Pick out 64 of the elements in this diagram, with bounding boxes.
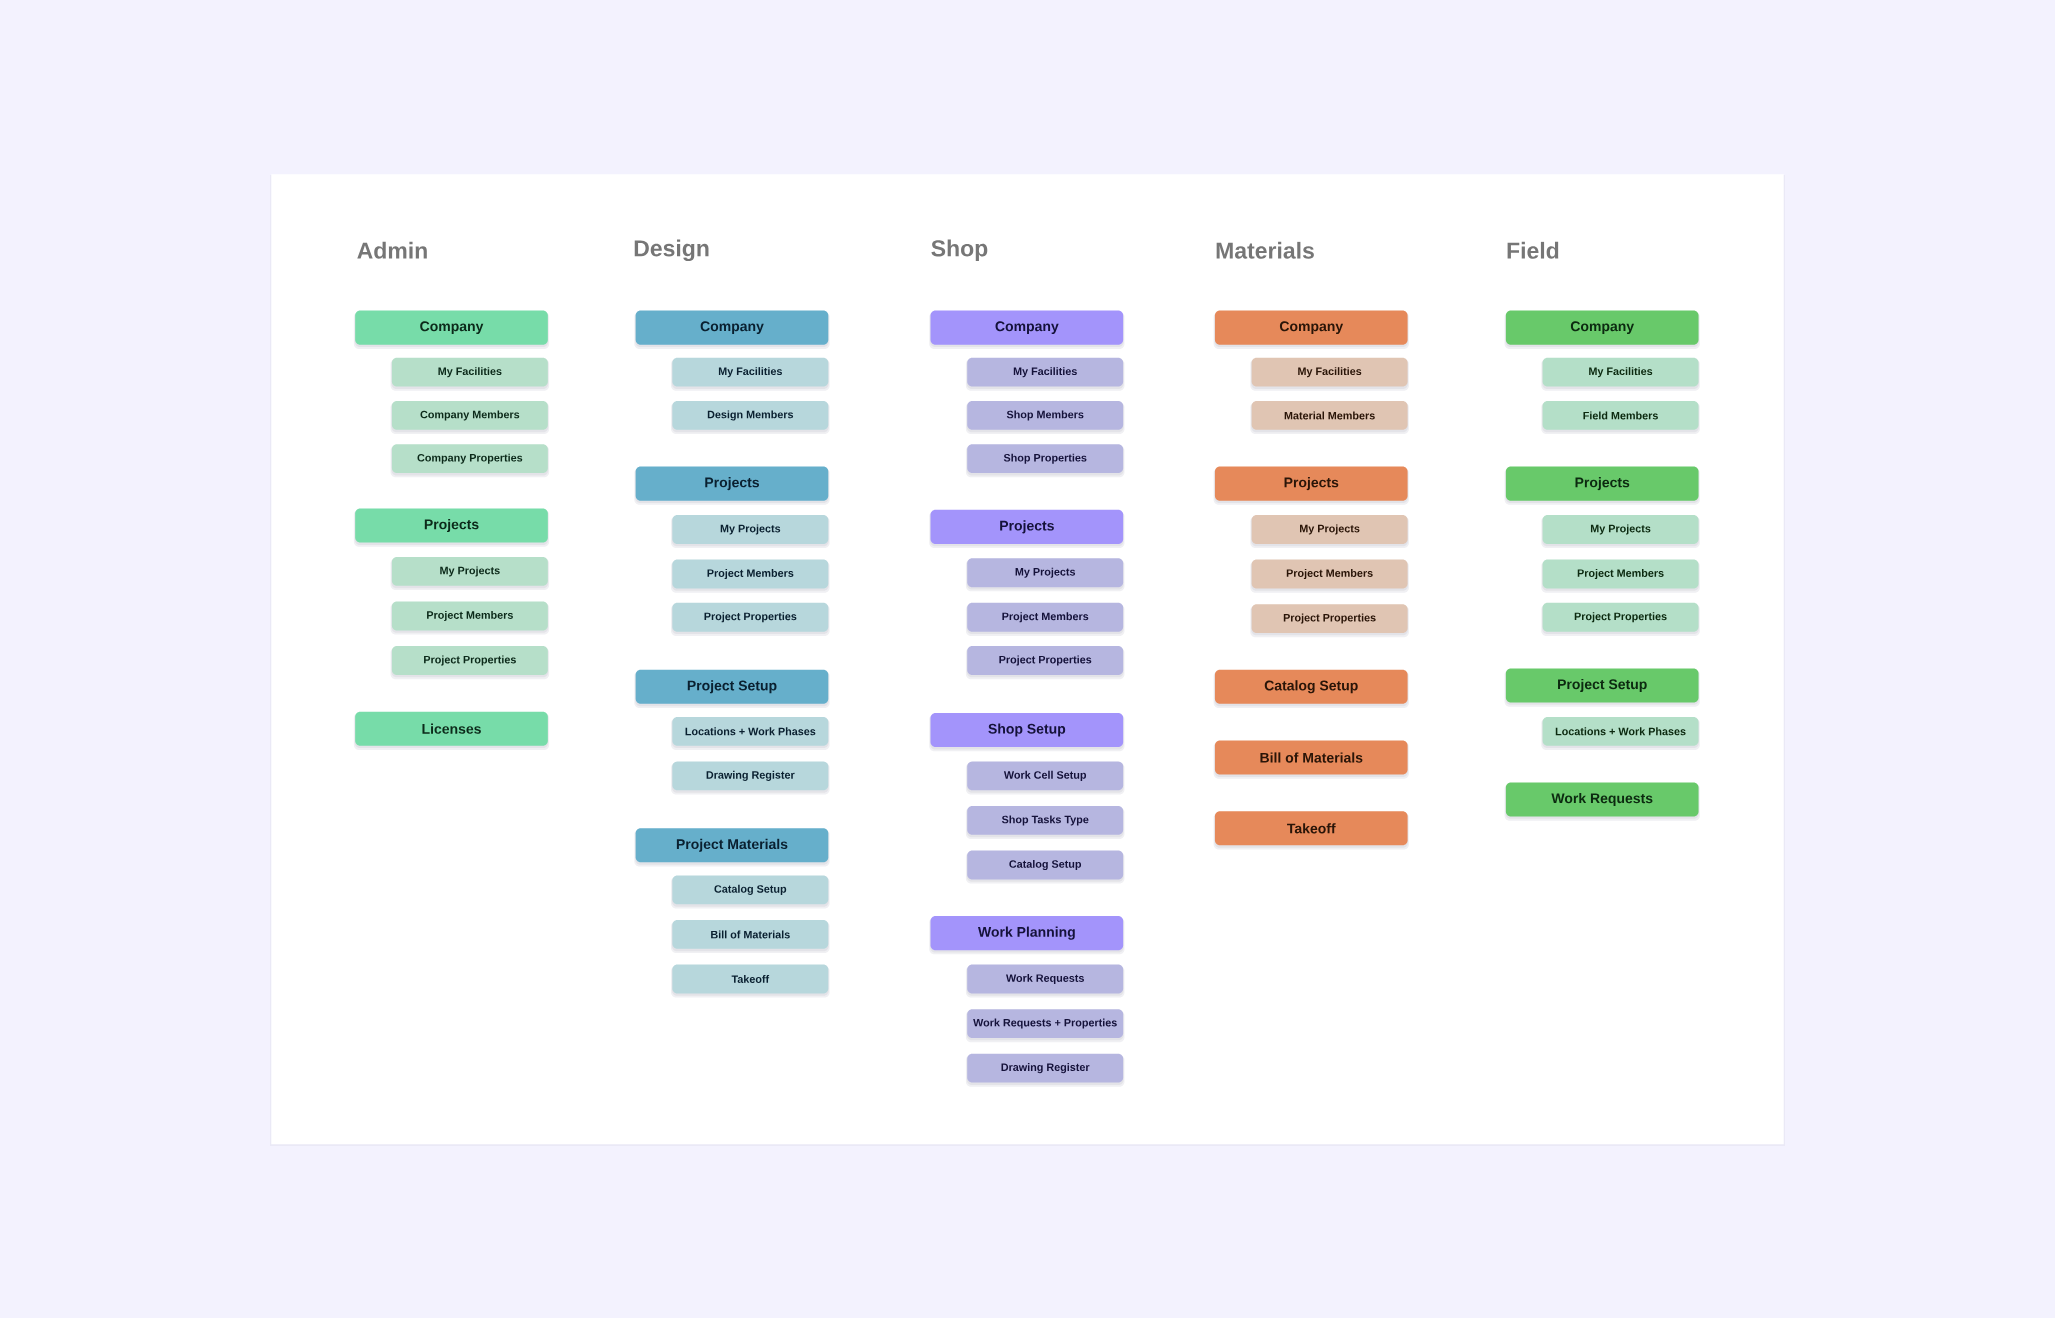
- subcategory-box: Drawing Register: [965, 1053, 1125, 1087]
- subcategory-box: My Facilities: [1541, 357, 1700, 391]
- subcategory-box: Company Members: [390, 401, 550, 435]
- category-box: Takeoff: [1213, 811, 1409, 850]
- subcategory-box: Locations + Work Phases: [671, 716, 830, 750]
- subcategory-box: Company Properties: [390, 444, 550, 478]
- category-box: Company: [634, 310, 830, 349]
- subcategory-box: My Facilities: [671, 357, 830, 391]
- subcategory-box: Project Members: [965, 602, 1125, 636]
- subcategory-box: Shop Members: [965, 401, 1125, 435]
- subcategory-box: Project Members: [1541, 559, 1700, 593]
- subcategory-box: Project Properties: [390, 646, 550, 680]
- category-box: Company: [1504, 310, 1700, 349]
- subcategory-box: Locations + Work Phases: [1541, 716, 1700, 750]
- subcategory-box: Catalog Setup: [965, 850, 1125, 884]
- subcategory-box: My Projects: [671, 515, 830, 549]
- subcategory-box: Shop Properties: [965, 444, 1125, 478]
- category-box: Project Materials: [634, 828, 830, 867]
- subcategory-box: Field Members: [1541, 401, 1700, 435]
- subcategory-box: Bill of Materials: [671, 920, 830, 954]
- subcategory-box: My Projects: [965, 558, 1125, 592]
- subcategory-box: My Facilities: [965, 357, 1125, 391]
- category-box: Projects: [634, 466, 830, 505]
- subcategory-box: Project Members: [390, 601, 550, 635]
- column-heading: Shop: [931, 239, 988, 262]
- subcategory-box: Takeoff: [671, 964, 830, 998]
- category-box: Projects: [1213, 466, 1409, 505]
- category-box: Projects: [353, 508, 550, 547]
- subcategory-box: Project Properties: [1250, 604, 1409, 638]
- category-box: Catalog Setup: [1213, 669, 1409, 708]
- subcategory-box: My Projects: [1250, 515, 1409, 549]
- subcategory-box: My Projects: [1541, 515, 1700, 549]
- category-box: Work Requests: [1504, 782, 1700, 821]
- subcategory-box: Catalog Setup: [671, 875, 830, 909]
- column-heading: Design: [634, 239, 709, 262]
- category-box: Licenses: [353, 711, 550, 750]
- column-heading: Materials: [1216, 241, 1314, 259]
- subcategory-box: Project Properties: [671, 602, 830, 636]
- subcategory-box: Work Requests + Properties: [965, 1009, 1125, 1043]
- column-heading: Admin: [357, 241, 427, 259]
- category-box: Projects: [929, 509, 1125, 549]
- subcategory-box: Project Members: [1250, 559, 1409, 593]
- subcategory-box: Material Members: [1250, 401, 1409, 435]
- category-box: Projects: [1504, 466, 1700, 505]
- subcategory-box: Design Members: [671, 401, 830, 435]
- subcategory-box: Project Properties: [965, 646, 1125, 680]
- subcategory-box: My Facilities: [1250, 357, 1409, 391]
- subcategory-box: Shop Tasks Type: [965, 806, 1125, 840]
- category-box: Bill of Materials: [1213, 740, 1409, 779]
- category-box: Project Setup: [634, 669, 830, 708]
- category-box: Company: [1213, 310, 1409, 349]
- category-box: Work Planning: [929, 916, 1125, 955]
- subcategory-box: Work Requests: [965, 964, 1125, 998]
- subcategory-box: My Facilities: [390, 357, 550, 391]
- subcategory-box: Project Properties: [1541, 602, 1700, 636]
- subcategory-box: Drawing Register: [671, 761, 830, 795]
- subcategory-box: Project Members: [671, 559, 830, 593]
- category-box: Project Setup: [1504, 668, 1700, 707]
- subcategory-box: Work Cell Setup: [965, 761, 1125, 795]
- category-box: Shop Setup: [929, 712, 1125, 752]
- column-heading: Field: [1507, 241, 1559, 259]
- category-box: Company: [353, 310, 550, 349]
- subcategory-box: My Projects: [390, 557, 550, 591]
- category-box: Company: [929, 310, 1125, 349]
